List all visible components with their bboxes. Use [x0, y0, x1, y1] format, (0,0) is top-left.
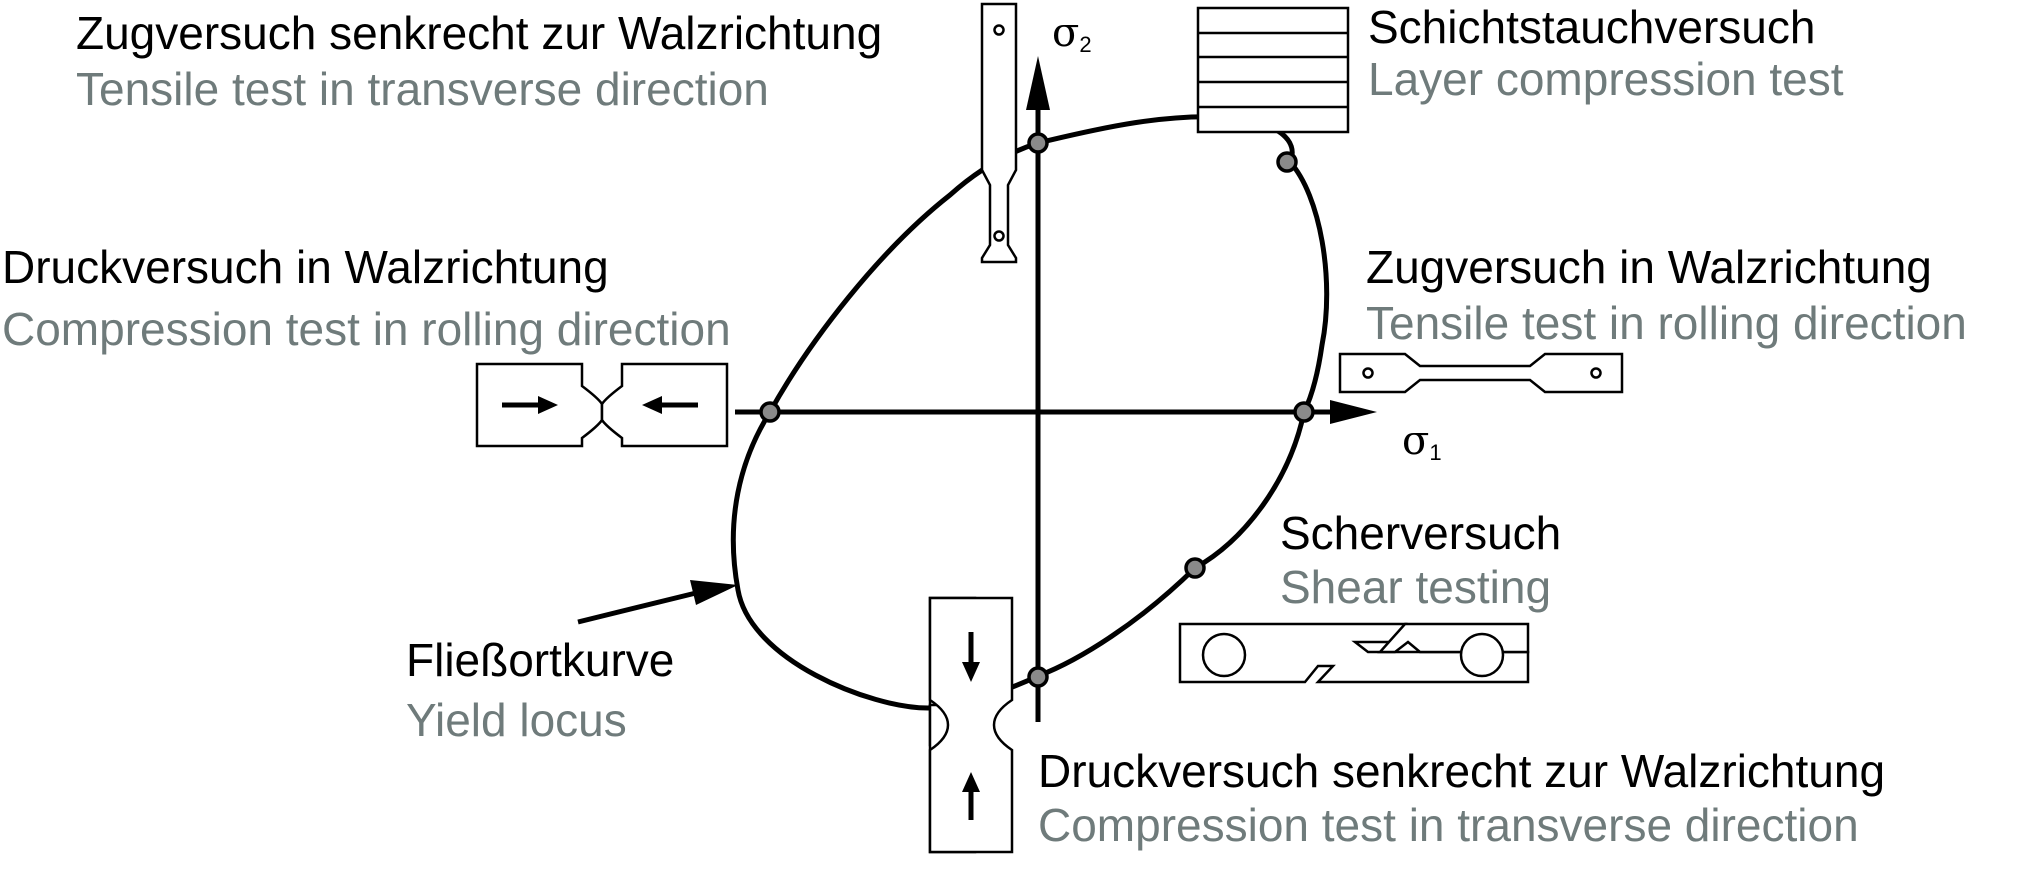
- marker-compression-transverse: [1027, 666, 1049, 688]
- tensile-rolling-specimen: [1338, 352, 1624, 394]
- tensile-transverse-specimen: [980, 2, 1018, 264]
- label-yield-locus-en: Yield locus: [406, 694, 627, 746]
- compression-rolling-specimen: [475, 362, 729, 448]
- sigma1-subscript: 1: [1429, 440, 1442, 465]
- sigma1-arrowhead: [1330, 400, 1377, 424]
- label-tensile-rolling-en: Tensile test in rolling direction: [1366, 297, 1967, 349]
- shear-specimen: [1178, 622, 1530, 684]
- sigma2-label: σ2: [1052, 10, 1092, 58]
- sigma1-symbol: σ: [1402, 418, 1430, 464]
- label-yield-locus-de: Fließortkurve: [406, 634, 675, 686]
- marker-layer-compression: [1276, 151, 1298, 173]
- marker-tensile-transverse: [1027, 132, 1049, 154]
- sigma1-label: σ1: [1402, 418, 1442, 466]
- label-tensile-transverse-de: Zugversuch senkrecht zur Walzrichtung: [76, 7, 883, 59]
- sigma2-symbol: σ: [1052, 10, 1080, 56]
- label-compression-transverse-de: Druckversuch senkrecht zur Walzrichtung: [1038, 745, 1886, 797]
- yield-locus-pointer-head: [690, 580, 738, 605]
- sigma2-arrowhead: [1026, 56, 1050, 110]
- compression-transverse-specimen: [928, 596, 1014, 854]
- layer-compression-specimen: [1196, 6, 1350, 134]
- label-shear-de: Scherversuch: [1280, 507, 1562, 559]
- yield-locus-pointer: [577, 589, 701, 625]
- label-compression-transverse-en: Compression test in transverse direction: [1038, 799, 1859, 851]
- label-layer-compression-de: Schichtstauchversuch: [1368, 1, 1816, 53]
- sigma2-subscript: 2: [1079, 32, 1092, 57]
- label-compression-rolling-de: Druckversuch in Walzrichtung: [2, 241, 609, 293]
- label-shear-en: Shear testing: [1280, 561, 1552, 613]
- label-tensile-transverse-en: Tensile test in transverse direction: [76, 63, 769, 115]
- label-layer-compression-en: Layer compression test: [1368, 53, 1844, 105]
- marker-compression-rolling: [759, 401, 781, 423]
- marker-shear: [1184, 557, 1206, 579]
- label-compression-rolling-en: Compression test in rolling direction: [2, 303, 731, 355]
- marker-tensile-rolling: [1293, 401, 1315, 423]
- label-tensile-rolling-de: Zugversuch in Walzrichtung: [1366, 241, 1932, 293]
